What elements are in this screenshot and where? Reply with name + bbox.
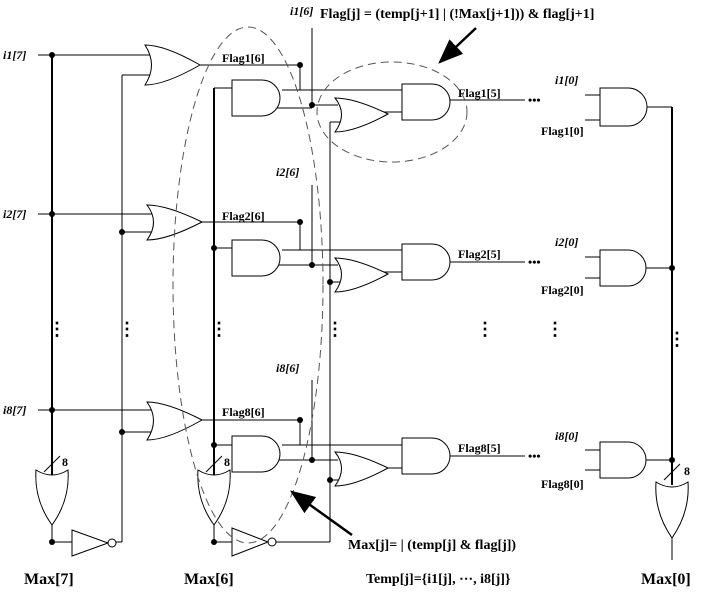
vertical-dots: ⋮ xyxy=(668,329,686,349)
input-label: i2[6] xyxy=(276,165,299,179)
gates xyxy=(35,44,689,557)
or-gate xyxy=(145,204,204,241)
flag-label: Flag8[0] xyxy=(541,477,584,491)
wires xyxy=(38,28,673,560)
max-formula: Max[j]= | (temp[j] & flag[j]) xyxy=(348,538,516,553)
flag-label: Flag2[5] xyxy=(458,247,501,261)
flag-label: Flag8[6] xyxy=(222,405,265,419)
and-gate xyxy=(401,437,451,475)
and-gate xyxy=(599,441,647,479)
and-gate xyxy=(401,243,451,281)
and-gate xyxy=(231,239,281,277)
flag-label: Flag1[6] xyxy=(222,51,265,65)
and-gate xyxy=(599,87,648,127)
and-gate xyxy=(231,79,281,117)
and-gate xyxy=(401,83,451,121)
ellipsis: ••• xyxy=(528,255,541,269)
bus-width-label: 8 xyxy=(62,455,68,469)
flag-logic-highlight xyxy=(316,61,468,163)
temp-formula: Temp[j]={i1[j], ⋯, i8[j]} xyxy=(366,572,511,587)
input-label: i1[7] xyxy=(3,48,26,62)
vertical-dots: ⋮ xyxy=(118,319,136,339)
flag-label: Flag1[0] xyxy=(541,124,584,138)
vertical-dots: ⋮ xyxy=(546,319,564,339)
flag-formula: Flag[j] = (temp[j+1] | (!Max[j+1])) & fl… xyxy=(320,7,594,22)
or-reduce-gate-col7 xyxy=(35,469,69,526)
input-label: i2[0] xyxy=(555,235,578,249)
input-label: i1[6] xyxy=(290,4,313,18)
or-gate xyxy=(333,451,390,487)
junctions xyxy=(49,52,675,545)
max-formula-arrow xyxy=(289,490,353,537)
output-label: Max[6] xyxy=(184,571,234,588)
flag-label: Flag8[5] xyxy=(458,441,501,455)
or-reduce-gate-col6 xyxy=(197,469,231,526)
flag-label: Flag2[6] xyxy=(222,209,265,223)
or-gate xyxy=(333,97,390,133)
max-logic-highlight xyxy=(172,26,324,544)
flag-label: Flag1[5] xyxy=(458,86,501,100)
input-label: i1[0] xyxy=(555,73,578,87)
vertical-dots: ⋮ xyxy=(476,319,494,339)
vertical-dots: ⋮ xyxy=(48,319,66,339)
not-gate-col6 xyxy=(231,527,270,557)
or-gate xyxy=(146,401,204,441)
input-label: i2[7] xyxy=(3,207,26,221)
input-label: i8[7] xyxy=(3,403,26,417)
output-label: Max[0] xyxy=(641,571,691,588)
bus-width-label: 8 xyxy=(224,455,230,469)
and-gate xyxy=(231,435,281,473)
vertical-dots: ⋮ xyxy=(326,319,344,339)
and-gate xyxy=(599,249,647,287)
bus-width-label: 8 xyxy=(684,464,690,478)
not-gate-bubble xyxy=(267,537,277,547)
input-label: i8[0] xyxy=(555,429,578,443)
not-gate-col7 xyxy=(71,529,110,557)
or-reduce-gate-col0 xyxy=(655,481,689,539)
output-label: Max[7] xyxy=(24,571,74,588)
or-gate xyxy=(333,257,390,293)
ellipsis: ••• xyxy=(528,93,541,107)
or-gate xyxy=(144,44,202,86)
vertical-dots: ⋮ xyxy=(210,319,228,339)
flag-label: Flag2[0] xyxy=(541,283,584,297)
not-gate-bubble xyxy=(107,538,117,548)
ellipsis: ••• xyxy=(528,449,541,463)
input-label: i8[6] xyxy=(276,361,299,375)
flag-formula-arrow xyxy=(438,27,477,64)
